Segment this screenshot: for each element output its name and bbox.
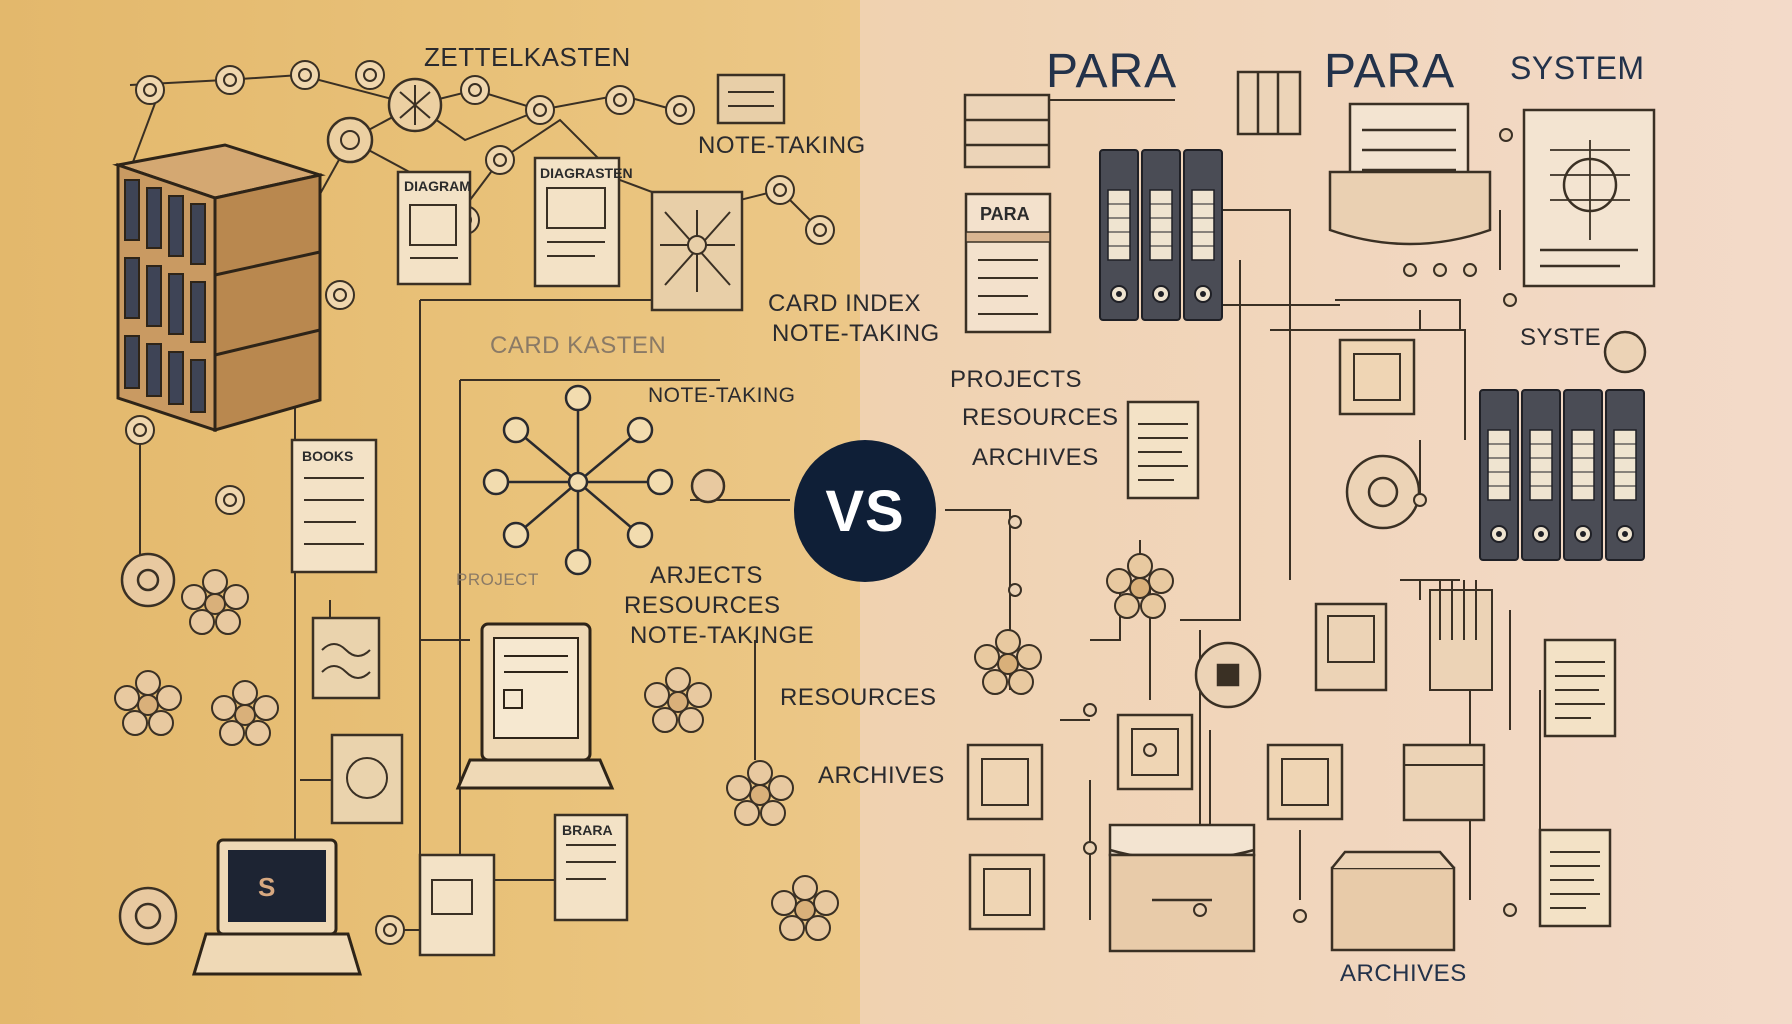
archive-drawer	[1108, 823, 1456, 953]
system-title: SYSTEM	[1510, 50, 1645, 86]
card-box	[112, 143, 326, 433]
archives-bottom-label: ARCHIVES	[1340, 960, 1467, 987]
para-title-2: PARA	[1324, 45, 1456, 98]
laptop-small: S	[191, 838, 363, 976]
projects-label: PROJECTS	[950, 366, 1083, 393]
archives-label-left: ARCHIVES	[818, 762, 945, 789]
zettelkasten-title: ZETTELKASTEN	[424, 42, 631, 72]
left-circle-icons	[118, 468, 726, 946]
resources-label-2: RESOURCES	[780, 684, 937, 711]
note-taking-label-3: NOTE-TAKING	[648, 384, 796, 407]
card-caption-3: BOOKS	[302, 448, 354, 464]
para-card-graphic	[964, 192, 1052, 334]
para-card-label: PARA	[980, 204, 1030, 224]
svg-text:S: S	[258, 872, 275, 902]
note-taking-label-2: NOTE-TAKING	[772, 320, 940, 347]
project-faint-label: PROJECT	[456, 570, 539, 589]
card-caption-2: DIAGRASTEN	[540, 165, 633, 181]
inbox-tray	[1328, 102, 1492, 246]
para-title-1: PARA	[1046, 45, 1178, 98]
target-icon	[1194, 330, 1647, 709]
right-small-nodes	[1008, 128, 1517, 923]
left-cards	[290, 73, 786, 957]
folder-box	[1402, 743, 1486, 822]
syste-label: SYSTE	[1520, 324, 1602, 351]
top-hub-node	[326, 77, 443, 164]
arjects-label: ARJECTS	[650, 562, 763, 589]
note-taking-label-1: NOTE-TAKING	[698, 132, 866, 159]
note-takinge-label: NOTE-TAKINGE	[630, 622, 815, 649]
resources-label-right: RESOURCES	[962, 404, 1119, 431]
laptop-large	[455, 622, 615, 790]
file-sorter	[1429, 580, 1493, 691]
card-caption-1: DIAGRAM	[404, 178, 471, 194]
card-caption-4: BRARA	[562, 822, 613, 838]
chart-document	[1522, 108, 1656, 288]
archives-label-right: ARCHIVES	[972, 444, 1099, 471]
stacked-trays	[963, 70, 1302, 169]
card-index-label: CARD INDEX	[768, 290, 922, 317]
vs-badge: VS	[794, 440, 936, 582]
resources-label-1: RESOURCES	[624, 592, 781, 619]
star-network	[482, 384, 674, 576]
card-kasten-label: CARD KASTEN	[490, 332, 667, 359]
